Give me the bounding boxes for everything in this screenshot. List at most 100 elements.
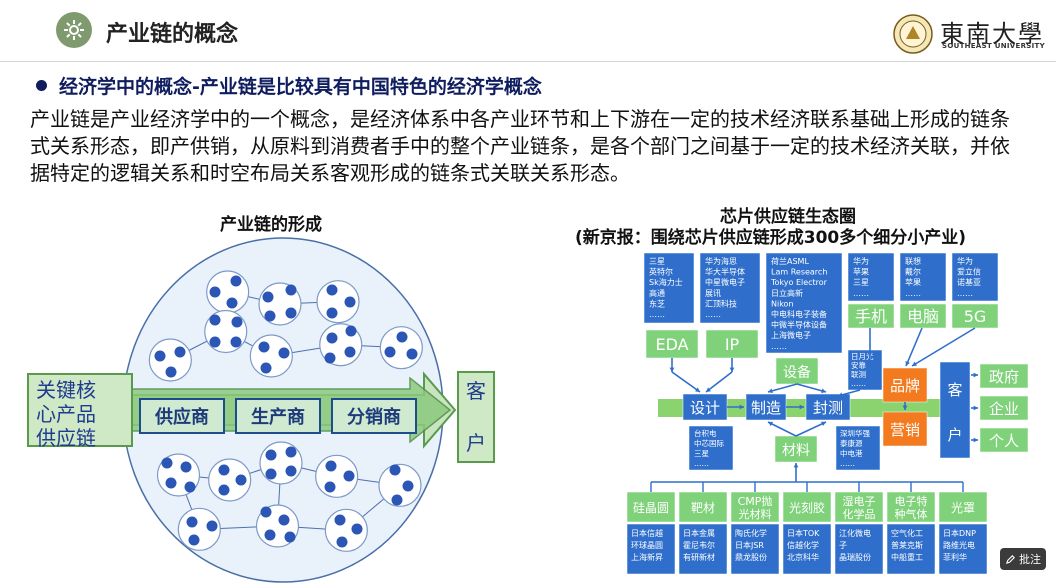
company-dot — [230, 275, 242, 287]
company-cluster — [378, 463, 422, 507]
stage-distributor-label: 分销商 — [347, 406, 401, 428]
company-dot — [218, 464, 230, 476]
company-dot — [406, 348, 418, 360]
arrow-head — [768, 388, 773, 394]
annotate-button[interactable]: 批注 — [1000, 548, 1046, 570]
material-supplier-box — [782, 523, 832, 575]
company-dot — [235, 474, 247, 486]
material-category-box — [886, 491, 936, 523]
company-name: Sk海力士 — [649, 277, 683, 287]
stage-producer-label: 生产商 — [251, 406, 305, 428]
customer-box — [939, 361, 971, 459]
company-name: Nikon — [771, 299, 794, 308]
arrow-head — [821, 421, 826, 427]
customer-char-1: 客 — [466, 379, 486, 403]
packaging-company-box — [847, 349, 883, 391]
company-dot — [345, 325, 357, 337]
company-name: Tokyo Electror — [770, 278, 828, 287]
company-dot — [260, 506, 272, 518]
chain-stage-label: 制造 — [751, 399, 781, 417]
material-supplier-box — [834, 523, 884, 575]
company-dot — [284, 531, 296, 543]
company-name: 联想 — [905, 256, 921, 266]
company-dot — [209, 286, 221, 298]
company-clusters — [148, 270, 423, 552]
flow-arrow — [911, 327, 976, 367]
gear-icon — [64, 20, 84, 40]
input-line-1: 关键核 — [36, 378, 96, 402]
company-dot — [324, 481, 336, 493]
customer-type-box — [979, 427, 1029, 453]
company-name: 泰康源 — [840, 438, 863, 448]
flow-arrow — [795, 421, 827, 437]
company-dot — [265, 468, 277, 480]
chain-stage-box — [682, 393, 728, 421]
company-name: 华大半导体 — [705, 267, 745, 277]
company-dot — [278, 514, 290, 526]
company-name: 诺基亚 — [957, 277, 981, 287]
company-name: 深圳华强 — [840, 428, 870, 438]
company-name: 空气化工 — [891, 528, 923, 538]
company-dot — [343, 470, 355, 482]
company-name: 汇顶科技 — [705, 298, 737, 308]
company-dot — [165, 366, 177, 378]
company-name: 有研新材 — [683, 552, 715, 562]
company-name: 三星 — [853, 278, 869, 287]
company-name: 霍尼韦尔 — [683, 540, 715, 550]
company-dot — [154, 350, 166, 362]
marketing-box — [882, 411, 928, 447]
category-label: EDA — [655, 335, 688, 354]
company-dot — [285, 446, 297, 458]
company-name: 安靠 — [851, 360, 866, 370]
arrow-head — [912, 361, 917, 366]
materials-label: 材料 — [782, 443, 810, 459]
flow-arrow — [796, 383, 827, 393]
customer-char-2: 户 — [466, 431, 486, 455]
company-dot — [278, 347, 290, 359]
company-name: 日立高新 — [771, 288, 803, 298]
company-dot — [326, 284, 338, 296]
bullet-text: 经济学中的概念-产业链是比较具有中国特色的经济学概念 — [59, 76, 542, 98]
company-name: 鼎龙股份 — [735, 552, 767, 562]
company-list-box — [643, 252, 695, 324]
company-dot — [174, 346, 186, 358]
annotate-label: 批注 — [1019, 553, 1041, 566]
arrow-head — [669, 367, 675, 372]
company-dot — [262, 291, 274, 303]
company-dot — [285, 307, 297, 319]
company-name: 路维光电 — [943, 540, 975, 550]
company-dot — [226, 297, 238, 309]
stage-supplier-box — [139, 398, 225, 434]
company-dot — [264, 310, 276, 322]
company-dot — [186, 516, 198, 528]
company-name: 三星 — [694, 449, 709, 458]
company-name: 东芝 — [649, 298, 665, 308]
material-supplier-box — [626, 523, 676, 575]
material-supplier-box — [730, 523, 780, 575]
flow-arrow — [767, 421, 797, 437]
company-name: 日本信越 — [631, 528, 663, 538]
flow-arrow — [671, 371, 701, 393]
right-diagram-subtitle: (新京报：围绕芯片供应链形成300多个细分小产业) — [575, 228, 967, 248]
pencil-icon — [1005, 554, 1015, 564]
material-category-box — [834, 491, 884, 523]
material-category-label: 光材料 — [739, 507, 772, 521]
customer-type-label: 企业 — [989, 400, 1019, 418]
customer-type-label: 政府 — [989, 368, 1019, 386]
company-name: 华为 — [853, 256, 869, 266]
company-name: …… — [649, 310, 665, 319]
chain-stage-label: 封测 — [813, 399, 843, 417]
company-dot — [258, 341, 270, 353]
company-name: 荷兰ASML — [771, 256, 809, 266]
company-dot — [209, 336, 221, 348]
left-diagram-title: 产业链的形成 — [220, 215, 322, 235]
company-dot — [209, 314, 221, 326]
material-category-label: 湿电子 — [843, 495, 876, 508]
flow-arrow — [905, 327, 923, 367]
company-dot — [260, 362, 272, 374]
company-dot — [161, 457, 173, 469]
equipment-label: 设备 — [783, 364, 811, 381]
marketing-label: 营销 — [890, 421, 920, 439]
